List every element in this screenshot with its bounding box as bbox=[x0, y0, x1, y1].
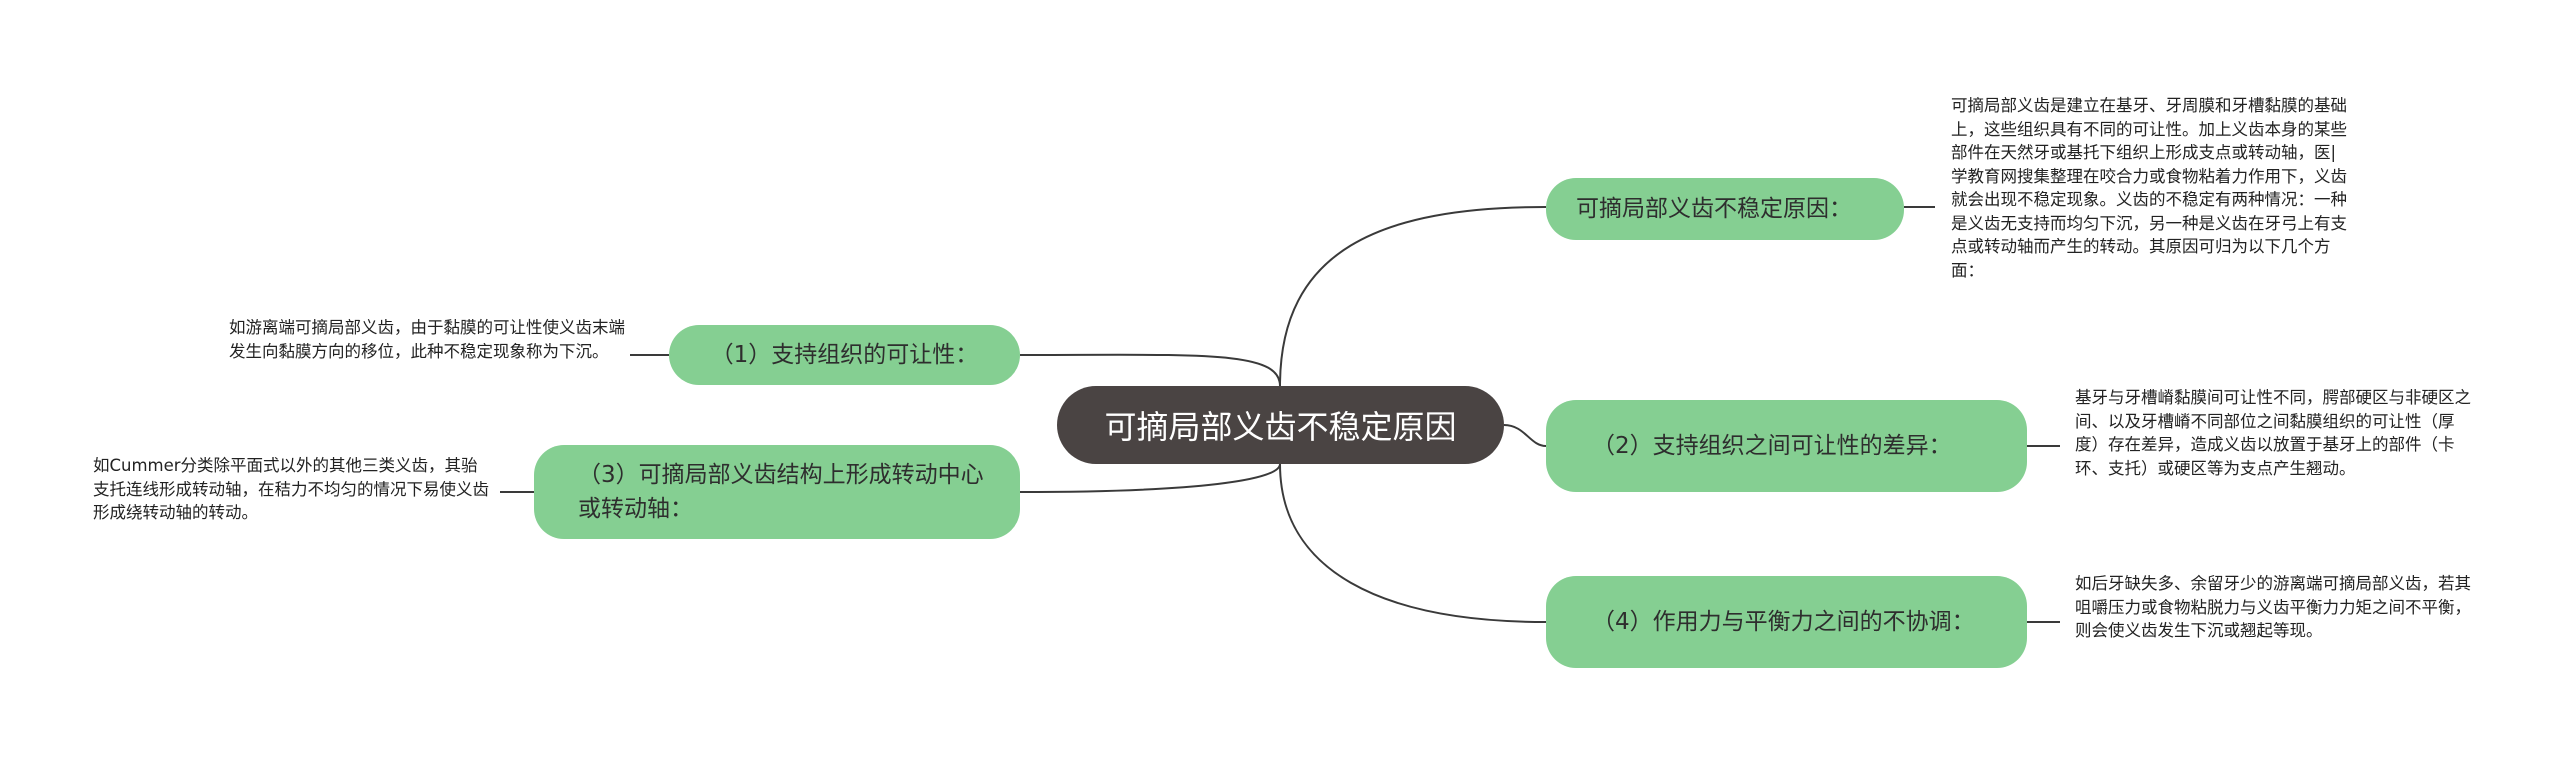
branch-rotation-axis-text: 如Cummer分类除平面式以外的其他三类义齿，其骀支托连线形成转动轴，在秸力不均… bbox=[93, 456, 489, 522]
branch-tissue-resilience[interactable]: （1）支持组织的可让性： bbox=[669, 325, 1020, 385]
branch-force-imbalance[interactable]: （4）作用力与平衡力之间的不协调： bbox=[1546, 576, 2027, 668]
branch-instability-cause-text: 可摘局部义齿是建立在基牙、牙周膜和牙槽黏膜的基础上，这些组织具有不同的可让性。加… bbox=[1951, 96, 2347, 280]
central-topic-label: 可摘局部义齿不稳定原因 bbox=[1104, 408, 1457, 446]
branch-rotation-axis-label: （3）可摘局部义齿结构上形成转动中心或转动轴： bbox=[578, 462, 984, 522]
branch-instability-cause-label: 可摘局部义齿不稳定原因： bbox=[1576, 196, 1852, 222]
branch-tissue-resilience-text: 如游离端可摘局部义齿，由于黏膜的可让性使义齿末端发生向黏膜方向的移位，此种不稳定… bbox=[229, 318, 625, 361]
branch-tissue-resilience-difference[interactable]: （2）支持组织之间可让性的差异： bbox=[1546, 400, 2027, 492]
link-rotation-axis bbox=[1019, 463, 1281, 493]
link-tissue-resilience-difference bbox=[1503, 424, 1547, 447]
branch-tissue-resilience-difference-text: 基牙与牙槽嵴黏膜间可让性不同，腭部硬区与非硬区之间、以及牙槽嵴不同部位之间黏膜组… bbox=[2075, 388, 2471, 478]
link-force-imbalance bbox=[1279, 463, 1547, 623]
branch-force-imbalance-label: （4）作用力与平衡力之间的不协调： bbox=[1592, 609, 1975, 635]
branch-rotation-axis[interactable]: （3）可摘局部义齿结构上形成转动中心或转动轴： bbox=[534, 445, 1020, 539]
branch-tissue-resilience-label: （1）支持组织的可让性： bbox=[710, 342, 979, 368]
link-tissue-resilience bbox=[1019, 353, 1281, 387]
central-topic[interactable]: 可摘局部义齿不稳定原因 bbox=[1057, 386, 1504, 464]
branch-instability-cause[interactable]: 可摘局部义齿不稳定原因： bbox=[1546, 178, 1904, 240]
branch-tissue-resilience-difference-label: （2）支持组织之间可让性的差异： bbox=[1592, 433, 1952, 459]
branch-force-imbalance-text: 如后牙缺失多、余留牙少的游离端可摘局部义齿，若其咀嚼压力或食物粘脱力与义齿平衡力… bbox=[2075, 574, 2471, 640]
link-instability-cause bbox=[1279, 206, 1547, 387]
